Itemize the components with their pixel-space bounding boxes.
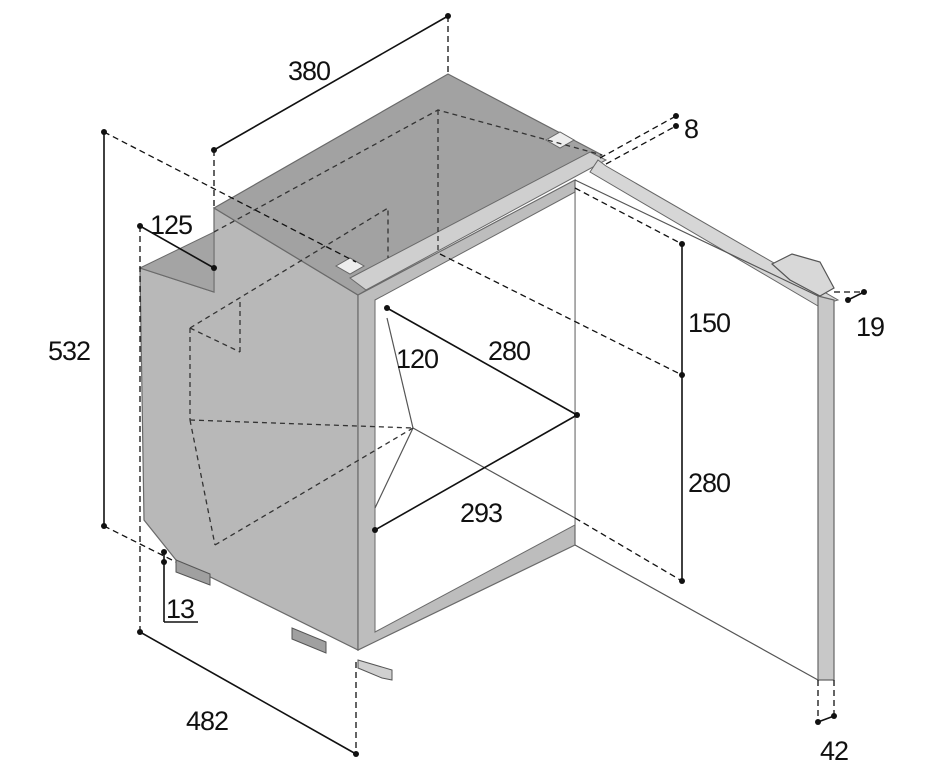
- interior-back-left-edge: [386, 317, 414, 429]
- dim-line-380: [213, 15, 449, 151]
- label-top-depth: 380: [288, 56, 330, 86]
- interior-floor-edge: [412, 427, 576, 519]
- dimension-labels: 380 8 125 532 150 120 280 280 293 13 482…: [48, 56, 885, 766]
- dot-19-a: [861, 289, 867, 295]
- foot-plate: [357, 659, 393, 681]
- label-door-thickness-top: 8: [684, 114, 698, 144]
- foot-rear: [175, 559, 211, 586]
- dot-380-b: [445, 13, 451, 19]
- door-handle: [770, 253, 835, 297]
- label-total-depth: 482: [186, 706, 228, 736]
- ext-line-532-bottom: [103, 525, 177, 563]
- dim-line-280-upper: [386, 307, 578, 416]
- dot-482-b: [353, 751, 359, 757]
- dimension-lines: [101, 13, 867, 757]
- latch-plate-right: [544, 131, 576, 149]
- label-total-height: 532: [48, 336, 90, 366]
- cabinet-body: [138, 73, 608, 681]
- label-lower-height: 280: [688, 468, 730, 498]
- dot-532-a: [101, 129, 107, 135]
- dot-482-a: [137, 629, 143, 635]
- hidden-interior-mid: [189, 419, 414, 429]
- dot-42-b: [831, 713, 837, 719]
- dot-13-b: [161, 559, 167, 565]
- open-door: [574, 159, 840, 681]
- dim-line-125: [139, 225, 215, 269]
- latch-plate-left: [334, 257, 366, 275]
- label-freezer-depth: 125: [150, 210, 192, 240]
- hidden-lines: [189, 109, 603, 546]
- dot-150-a: [679, 241, 685, 247]
- dot-532-b: [101, 523, 107, 529]
- interior-floor-left-edge: [374, 427, 414, 509]
- hidden-freezer-back: [189, 206, 389, 329]
- hidden-interior-base: [214, 427, 414, 546]
- dot-42-a: [815, 719, 821, 725]
- label-foot-height: 13: [166, 594, 194, 624]
- door-upper-line: [574, 179, 819, 297]
- label-inner-depth-upper: 120: [396, 344, 438, 374]
- ext-line-280-bottom: [574, 517, 683, 582]
- dot-125-b: [211, 265, 217, 271]
- ext-line-8-b: [605, 125, 677, 165]
- label-upper-height: 150: [688, 308, 730, 338]
- dim-line-482: [139, 631, 357, 755]
- top-hinge-rail: [349, 151, 608, 291]
- cabinet-step-top: [138, 231, 215, 293]
- dot-280u-a: [384, 305, 390, 311]
- label-inner-width-lower: 293: [460, 498, 502, 528]
- ext-line-150-top: [574, 187, 683, 245]
- ext-line-150-mid: [439, 253, 683, 376]
- dot-150-b: [679, 372, 685, 378]
- dim-line-293: [374, 414, 578, 531]
- label-door-depth: 42: [820, 736, 848, 766]
- ext-line-532-top: [103, 131, 357, 263]
- dot-19-b: [845, 297, 851, 303]
- dot-8-b: [673, 123, 679, 129]
- door-lower-line: [574, 544, 819, 681]
- door-panel: [817, 295, 835, 681]
- dot-280-b: [679, 578, 685, 584]
- dot-293-a: [372, 527, 378, 533]
- hidden-freezer-floor: [189, 327, 241, 353]
- dot-13-a: [161, 549, 167, 555]
- label-door-offset: 19: [856, 312, 884, 342]
- cabinet-opening: [374, 191, 576, 633]
- dot-380-a: [211, 147, 217, 153]
- hidden-body-lower: [189, 419, 216, 546]
- ext-line-8-a: [599, 115, 677, 159]
- dot-8-a: [673, 113, 679, 119]
- label-inner-width-upper: 280: [488, 336, 530, 366]
- foot-front: [291, 627, 327, 654]
